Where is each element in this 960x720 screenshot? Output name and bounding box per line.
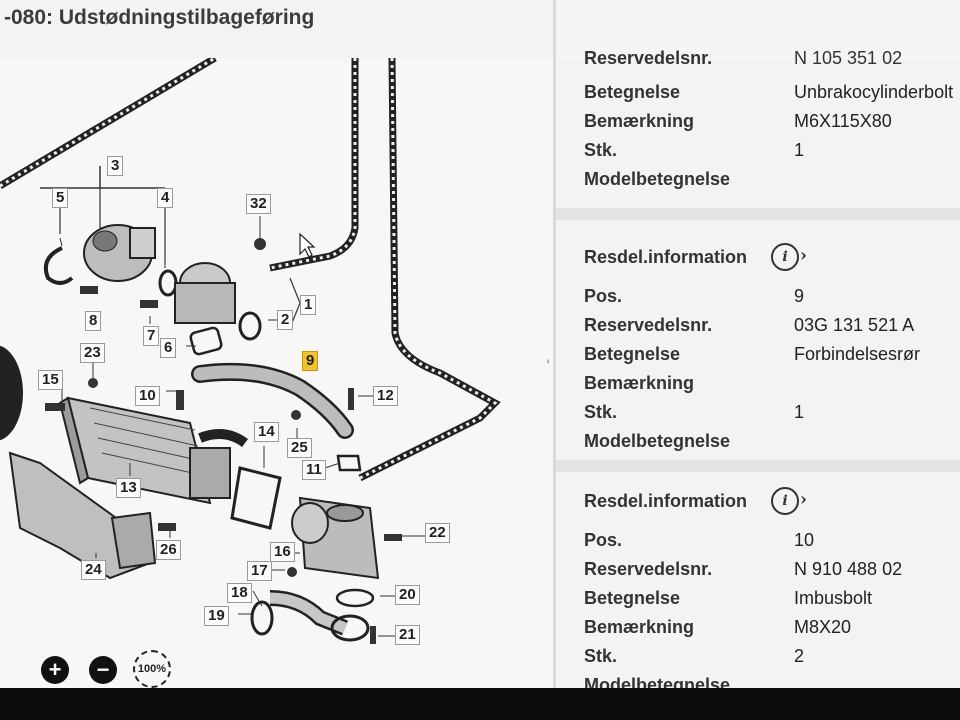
info-icon[interactable]: i (771, 487, 807, 515)
modelbetegnelse-row: Modelbetegnelse (584, 675, 731, 688)
stk-row: Stk. 1 (584, 402, 805, 422)
card-header: Resdel.information i (584, 484, 960, 518)
callout-16[interactable]: 16 (270, 542, 295, 562)
callout-23[interactable]: 23 (80, 343, 105, 363)
reservedelsnr-row: Reservedelsnr. 03G 131 521 A (584, 315, 915, 335)
callout-22[interactable]: 22 (425, 523, 450, 543)
callout-4[interactable]: 4 (157, 188, 174, 208)
cursor-icon (299, 232, 316, 258)
part-info-card-pos-10: Resdel.information i Pos. 10 Reservedels… (556, 484, 960, 688)
card-header: Resdel.information i (584, 240, 960, 274)
zoom-in-icon: + (48, 657, 62, 682)
callout-13[interactable]: 13 (116, 478, 141, 498)
panel-top-strip (555, 0, 960, 58)
callout-2[interactable]: 2 (277, 310, 294, 330)
zoom-out-icon: − (96, 657, 110, 682)
callout-11[interactable]: 11 (302, 460, 326, 480)
callout-3[interactable]: 3 (107, 156, 124, 176)
stk-row: Stk. 2 (584, 646, 805, 666)
callout-32[interactable]: 32 (246, 194, 271, 214)
callout-10[interactable]: 10 (135, 386, 160, 406)
betegnelse-row: Betegnelse Imbusbolt (584, 588, 873, 608)
chevron-left-icon: ‹ (546, 355, 550, 367)
betegnelse-row: Betegnelse Forbindelsesrør (584, 344, 921, 364)
panel-splitter[interactable] (553, 0, 556, 688)
pos-row: Pos. 9 (584, 286, 805, 306)
zoom-reset-button[interactable]: 100% (133, 650, 171, 688)
callout-26[interactable]: 26 (156, 540, 181, 560)
callout-17[interactable]: 17 (247, 561, 272, 581)
callout-24[interactable]: 24 (81, 560, 106, 580)
parts-diagram[interactable]: 3 5 4 32 1 2 8 7 6 9 23 15 10 12 14 25 1… (0, 58, 553, 688)
callout-20[interactable]: 20 (395, 585, 420, 605)
card-separator (556, 460, 960, 472)
callout-6[interactable]: 6 (160, 338, 177, 358)
pos-row: Pos. 10 (584, 530, 815, 550)
part-info-card-0: Reservedelsnr. N 105 351 02 Betegnelse U… (556, 48, 960, 194)
modelbetegnelse-row: Modelbetegnelse (584, 169, 731, 189)
callout-14[interactable]: 14 (254, 422, 279, 442)
modelbetegnelse-row: Modelbetegnelse (584, 431, 731, 451)
info-icon[interactable]: i (771, 243, 807, 271)
zoom-reset-icon: 100% (137, 663, 167, 675)
callout-18[interactable]: 18 (227, 583, 252, 603)
reservedelsnr-row: Reservedelsnr. N 910 488 02 (584, 559, 903, 579)
monitor-bezel (0, 688, 960, 720)
callout-21[interactable]: 21 (395, 625, 420, 645)
stk-row: Stk. 1 (584, 140, 805, 160)
card-separator (556, 208, 960, 220)
title-bar: -080: Udstødningstilbageføring (0, 0, 555, 60)
partial-row: Reservedelsnr. N 105 351 02 (584, 48, 903, 68)
screen: -080: Udstødningstilbageføring (0, 0, 960, 688)
callout-15[interactable]: 15 (38, 370, 63, 390)
callout-9-highlighted[interactable]: 9 (302, 351, 319, 371)
zoom-out-button[interactable]: − (89, 656, 117, 684)
callout-7[interactable]: 7 (143, 326, 160, 346)
betegnelse-row: Betegnelse Unbrakocylinderbolt (584, 82, 954, 102)
bemaerkning-row: Bemærkning M6X115X80 (584, 111, 892, 131)
callout-8[interactable]: 8 (85, 311, 102, 331)
exploded-view-drawing (0, 58, 501, 644)
callout-5[interactable]: 5 (52, 188, 69, 208)
callout-25[interactable]: 25 (287, 438, 312, 458)
bemaerkning-row: Bemærkning M8X20 (584, 617, 852, 637)
callout-19[interactable]: 19 (204, 606, 229, 626)
zoom-in-button[interactable]: + (41, 656, 69, 684)
page-title: -080: Udstødningstilbageføring (4, 6, 315, 29)
part-info-card-pos-9: Resdel.information i Pos. 9 Reservedelsn… (556, 240, 960, 456)
callout-12[interactable]: 12 (373, 386, 398, 406)
part-info-panel: Reservedelsnr. N 105 351 02 Betegnelse U… (556, 48, 960, 688)
callout-1[interactable]: 1 (300, 295, 317, 315)
bemaerkning-row: Bemærkning (584, 373, 695, 393)
